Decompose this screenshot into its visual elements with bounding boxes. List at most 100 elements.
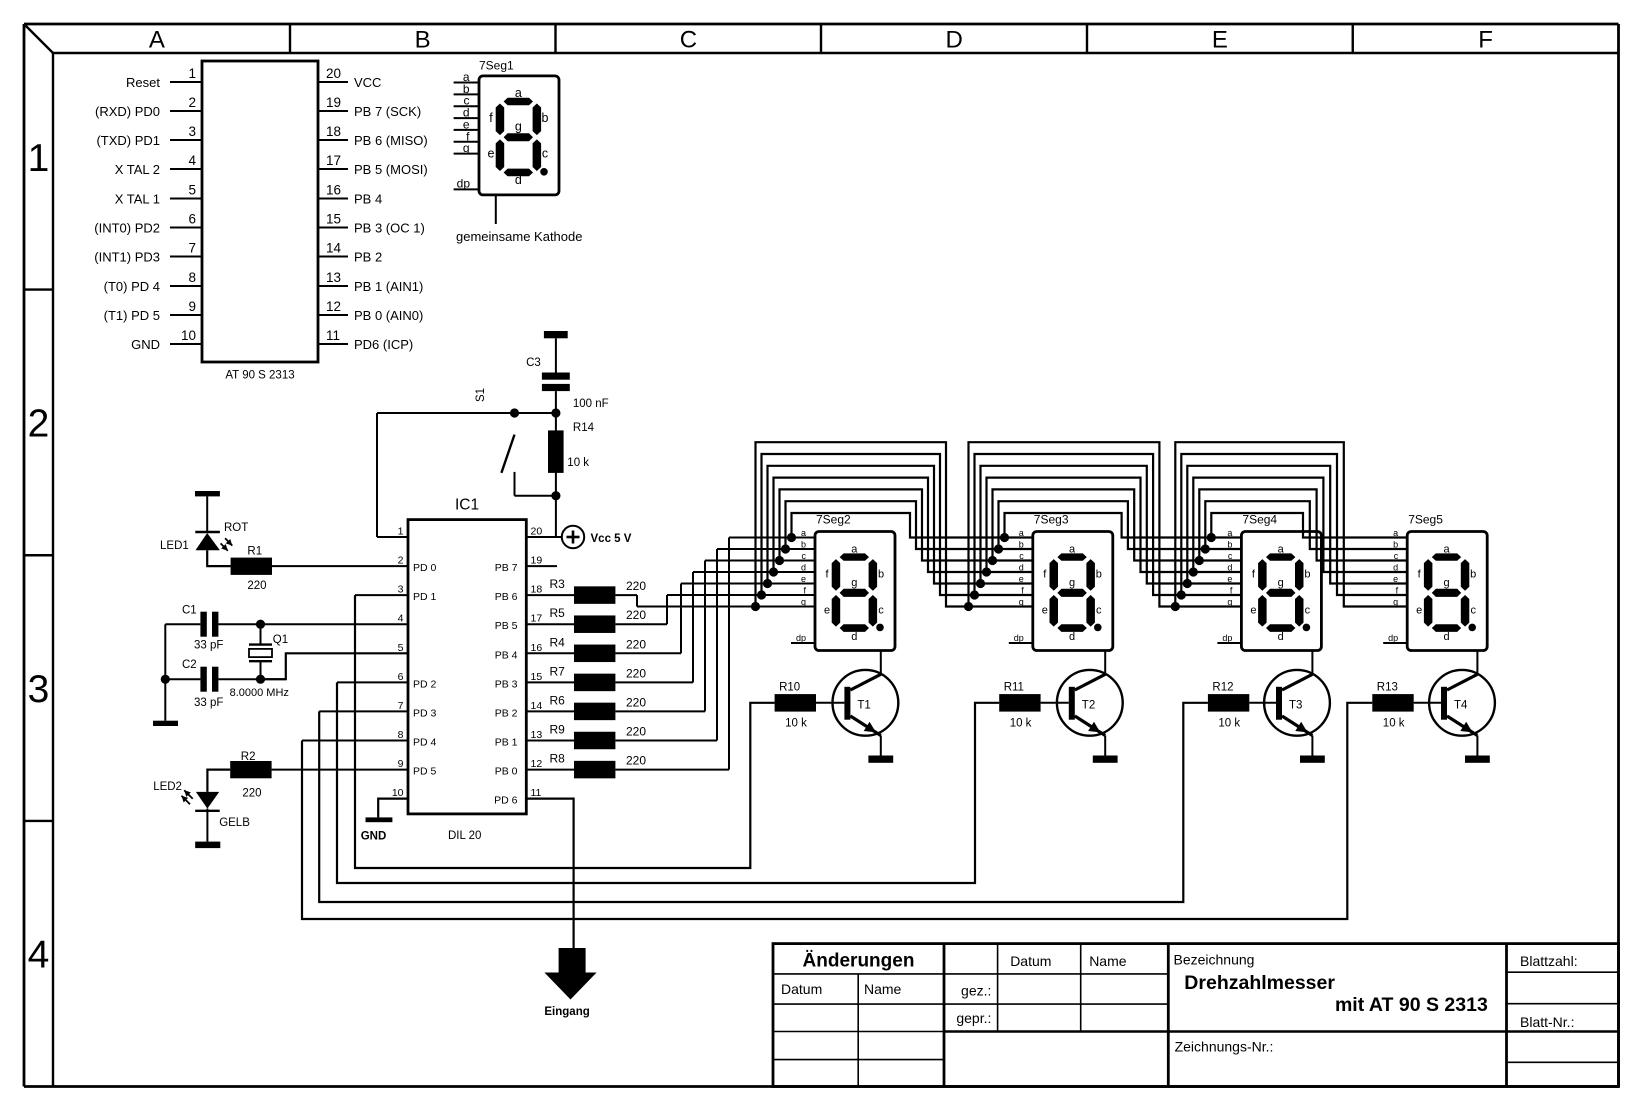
svg-text:14: 14 (531, 700, 543, 712)
svg-text:R14: R14 (573, 422, 595, 434)
svg-text:dp: dp (1222, 633, 1232, 643)
svg-text:20: 20 (531, 526, 543, 538)
svg-text:Datum: Datum (781, 981, 822, 997)
svg-text:GND: GND (131, 337, 160, 352)
svg-text:a: a (801, 528, 806, 538)
svg-text:PD 2: PD 2 (413, 678, 437, 690)
svg-text:14: 14 (326, 241, 342, 256)
svg-text:Drehzahlmesser: Drehzahlmesser (1184, 972, 1335, 994)
svg-text:8.0000 MHz: 8.0000 MHz (230, 687, 289, 699)
svg-text:1: 1 (188, 66, 196, 81)
svg-text:R3: R3 (550, 577, 566, 591)
svg-text:PD 3: PD 3 (413, 707, 437, 719)
svg-text:19: 19 (531, 555, 543, 567)
svg-text:220: 220 (626, 608, 646, 622)
svg-text:gemeinsame Kathode: gemeinsame Kathode (456, 229, 582, 244)
svg-text:dp: dp (457, 177, 471, 191)
svg-text:LED1: LED1 (160, 540, 189, 552)
svg-text:a: a (1227, 528, 1232, 538)
svg-text:a: a (1278, 543, 1285, 555)
svg-text:gepr.:: gepr.: (956, 1010, 991, 1026)
svg-text:f: f (1021, 586, 1024, 596)
svg-text:R8: R8 (550, 752, 566, 766)
svg-text:R5: R5 (550, 606, 566, 620)
svg-text:Blattzahl:: Blattzahl: (1520, 953, 1578, 969)
svg-text:c: c (1019, 551, 1024, 561)
svg-text:GELB: GELB (219, 817, 250, 829)
svg-text:dp: dp (1388, 633, 1398, 643)
svg-text:10: 10 (181, 328, 196, 343)
svg-text:4: 4 (398, 613, 404, 625)
svg-text:f: f (1230, 586, 1233, 596)
svg-text:R10: R10 (779, 682, 800, 694)
svg-text:C2: C2 (182, 659, 197, 671)
svg-text:d: d (1443, 631, 1449, 643)
svg-text:18: 18 (531, 584, 543, 596)
svg-text:2: 2 (188, 95, 196, 110)
svg-text:C: C (680, 27, 697, 54)
svg-text:7Seg2: 7Seg2 (816, 513, 851, 527)
svg-text:PD 0: PD 0 (413, 562, 437, 574)
svg-text:7Seg1: 7Seg1 (479, 59, 514, 73)
svg-text:e: e (463, 117, 470, 131)
svg-text:6: 6 (188, 212, 196, 227)
svg-text:13: 13 (531, 729, 543, 741)
svg-text:B: B (415, 27, 431, 54)
svg-text:b: b (463, 82, 470, 96)
svg-text:d: d (801, 563, 806, 573)
svg-text:15: 15 (326, 212, 341, 227)
svg-text:e: e (1393, 574, 1398, 584)
svg-text:c: c (802, 551, 807, 561)
svg-text:PB 7: PB 7 (495, 562, 518, 574)
svg-text:e: e (1227, 574, 1232, 584)
svg-text:c: c (1394, 551, 1399, 561)
svg-text:f: f (1418, 568, 1422, 580)
svg-text:mit AT 90 S 2313: mit AT 90 S 2313 (1335, 994, 1488, 1016)
svg-text:18: 18 (326, 124, 341, 139)
svg-text:PD 6: PD 6 (494, 795, 518, 807)
svg-text:8: 8 (398, 729, 404, 741)
svg-text:3: 3 (398, 584, 404, 596)
svg-text:f: f (825, 568, 829, 580)
svg-text:D: D (945, 27, 962, 54)
svg-text:g: g (1019, 597, 1024, 607)
svg-text:12: 12 (531, 758, 543, 770)
svg-text:9: 9 (398, 758, 404, 770)
svg-text:g: g (1278, 577, 1284, 589)
svg-text:g: g (1069, 577, 1075, 589)
svg-text:f: f (489, 111, 493, 125)
svg-text:c: c (542, 147, 548, 161)
svg-text:C1: C1 (182, 605, 197, 617)
svg-text:PB 4: PB 4 (354, 192, 382, 207)
svg-text:R12: R12 (1212, 682, 1233, 694)
svg-text:IC1: IC1 (455, 497, 479, 514)
svg-text:a: a (1443, 543, 1450, 555)
svg-text:7Seg3: 7Seg3 (1034, 513, 1069, 527)
svg-text:gez.:: gez.: (961, 983, 991, 999)
svg-text:220: 220 (626, 666, 646, 680)
svg-text:d: d (1278, 631, 1284, 643)
svg-text:Blatt-Nr.:: Blatt-Nr.: (1520, 1014, 1574, 1030)
svg-text:b: b (542, 111, 549, 125)
svg-text:Q1: Q1 (273, 634, 288, 646)
svg-text:Zeichnungs-Nr.:: Zeichnungs-Nr.: (1175, 1039, 1274, 1055)
svg-text:15: 15 (531, 671, 543, 683)
svg-text:d: d (515, 173, 522, 187)
svg-text:(INT0) PD2: (INT0) PD2 (94, 221, 160, 236)
svg-text:1: 1 (398, 526, 404, 538)
svg-text:11: 11 (531, 787, 542, 799)
svg-text:PB 2: PB 2 (495, 707, 518, 719)
svg-text:PB 5: PB 5 (495, 620, 518, 632)
svg-text:d: d (463, 106, 470, 120)
svg-text:4: 4 (188, 153, 196, 168)
svg-text:16: 16 (531, 642, 543, 654)
svg-text:17: 17 (326, 153, 341, 168)
svg-text:100 nF: 100 nF (573, 398, 609, 410)
svg-text:g: g (1393, 597, 1398, 607)
svg-text:PB 0 (AIN0): PB 0 (AIN0) (354, 308, 423, 323)
svg-text:c: c (1470, 604, 1476, 616)
svg-text:Name: Name (1089, 953, 1127, 969)
svg-text:e: e (1250, 604, 1256, 616)
svg-text:33 pF: 33 pF (194, 640, 223, 652)
svg-text:220: 220 (242, 788, 261, 800)
